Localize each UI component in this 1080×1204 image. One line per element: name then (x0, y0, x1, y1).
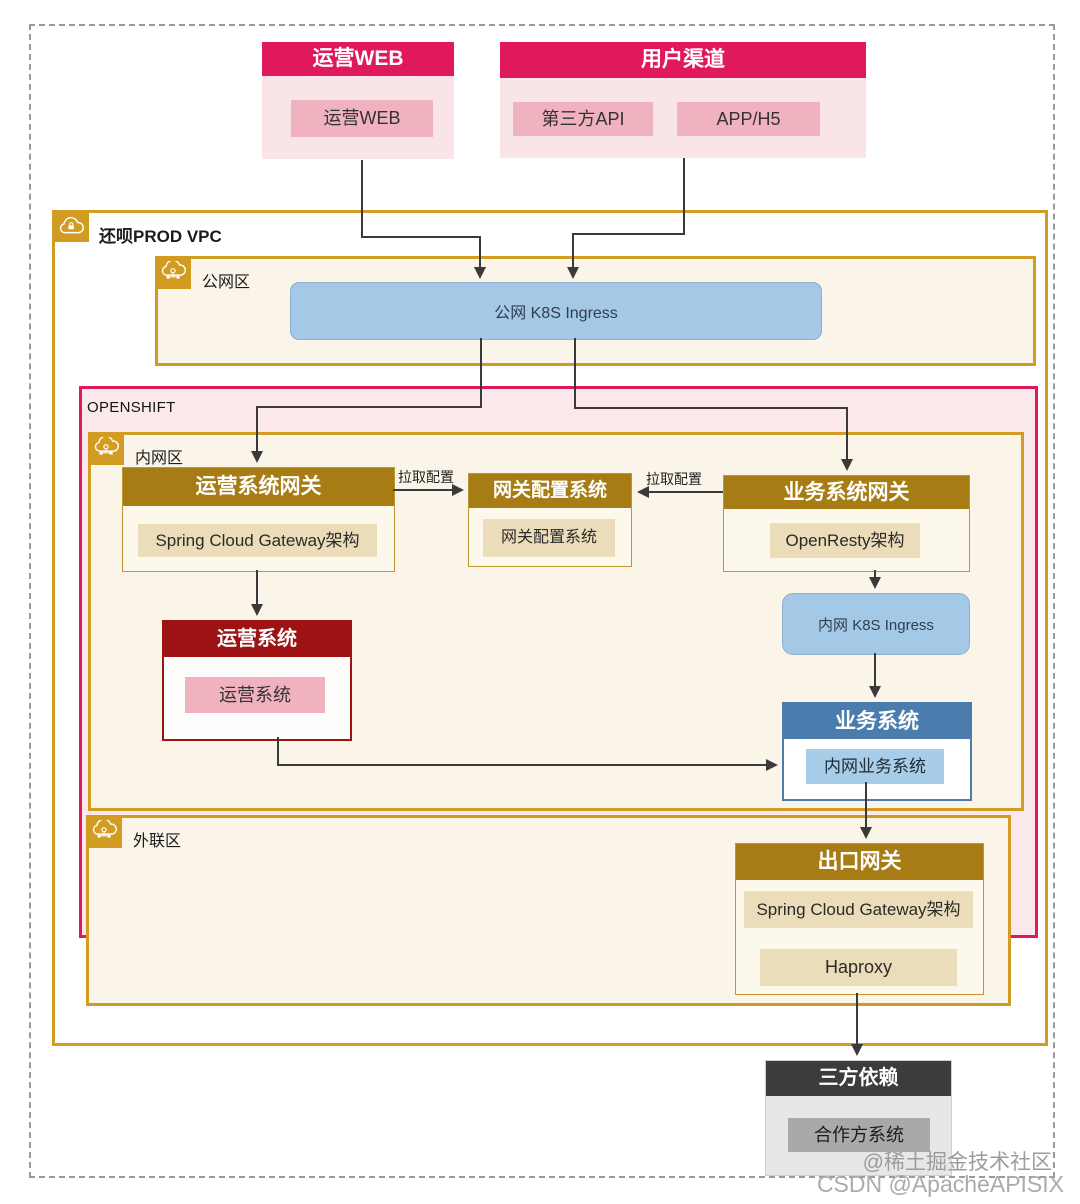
user-channel-group: 用户渠道 第三方API APP/H5 (500, 42, 866, 158)
exit-gateway-node: 出口网关 Spring Cloud Gateway架构 Haproxy (735, 843, 984, 995)
public-zone-label: 公网区 (202, 274, 251, 291)
third-party-api-item: 第三方API (513, 102, 653, 136)
exit-gateway-title: 出口网关 (736, 844, 983, 880)
pull-config-label-right: 拉取配置 (646, 471, 702, 487)
ops-gateway-title: 运营系统网关 (123, 468, 394, 506)
config-system-title: 网关配置系统 (469, 474, 631, 508)
biz-gateway-title: 业务系统网关 (724, 476, 969, 509)
ops-web-title: 运营WEB (262, 42, 454, 76)
config-system-item: 网关配置系统 (483, 519, 615, 557)
ops-system-node: 运营系统 运营系统 (162, 620, 352, 741)
exit-gateway-item-haproxy: Haproxy (760, 949, 957, 986)
diagram-outer-frame (29, 24, 1055, 1178)
vpc-label: 还呗PROD VPC (99, 227, 222, 246)
biz-gateway-item: OpenResty架构 (770, 523, 920, 558)
exit-gateway-item-scg: Spring Cloud Gateway架构 (744, 891, 973, 928)
ops-gateway-node: 运营系统网关 Spring Cloud Gateway架构 (122, 467, 395, 572)
public-k8s-ingress-label: 公网 K8S Ingress (494, 305, 618, 322)
biz-system-item: 内网业务系统 (806, 749, 944, 784)
cloud-network-icon (155, 256, 191, 289)
third-party-node: 三方依赖 合作方系统 (765, 1060, 952, 1176)
user-channel-title: 用户渠道 (500, 42, 866, 78)
internal-k8s-ingress-label: 内网 K8S Ingress (818, 616, 934, 634)
ops-web-item: 运营WEB (291, 100, 433, 137)
cloud-network-icon (86, 815, 122, 848)
third-party-title: 三方依赖 (766, 1061, 951, 1096)
openshift-label: OPENSHIFT (87, 399, 176, 416)
app-h5-item: APP/H5 (677, 102, 820, 136)
ops-web-group: 运营WEB 运营WEB (262, 42, 454, 159)
ops-system-title: 运营系统 (164, 622, 350, 657)
biz-system-node: 业务系统 内网业务系统 (782, 702, 972, 801)
internal-k8s-ingress: 内网 K8S Ingress (782, 593, 970, 655)
watermark-juejin: @稀土掘金技术社区 (862, 1151, 1052, 1174)
third-party-item: 合作方系统 (788, 1118, 930, 1152)
biz-gateway-node: 业务系统网关 OpenResty架构 (723, 475, 970, 572)
biz-system-title: 业务系统 (784, 704, 970, 739)
cloud-lock-icon (52, 210, 89, 242)
internal-zone-label: 内网区 (135, 450, 184, 467)
watermark-csdn: CSDN @ApacheAPISIX (816, 1171, 1064, 1197)
ops-gateway-item: Spring Cloud Gateway架构 (138, 524, 377, 557)
config-system-node: 网关配置系统 网关配置系统 (468, 473, 632, 567)
public-k8s-ingress: 公网 K8S Ingress (290, 282, 822, 340)
ops-system-item: 运营系统 (185, 677, 325, 713)
pull-config-label-left: 拉取配置 (398, 469, 454, 485)
external-zone-label: 外联区 (133, 833, 182, 850)
cloud-network-icon (88, 432, 124, 465)
